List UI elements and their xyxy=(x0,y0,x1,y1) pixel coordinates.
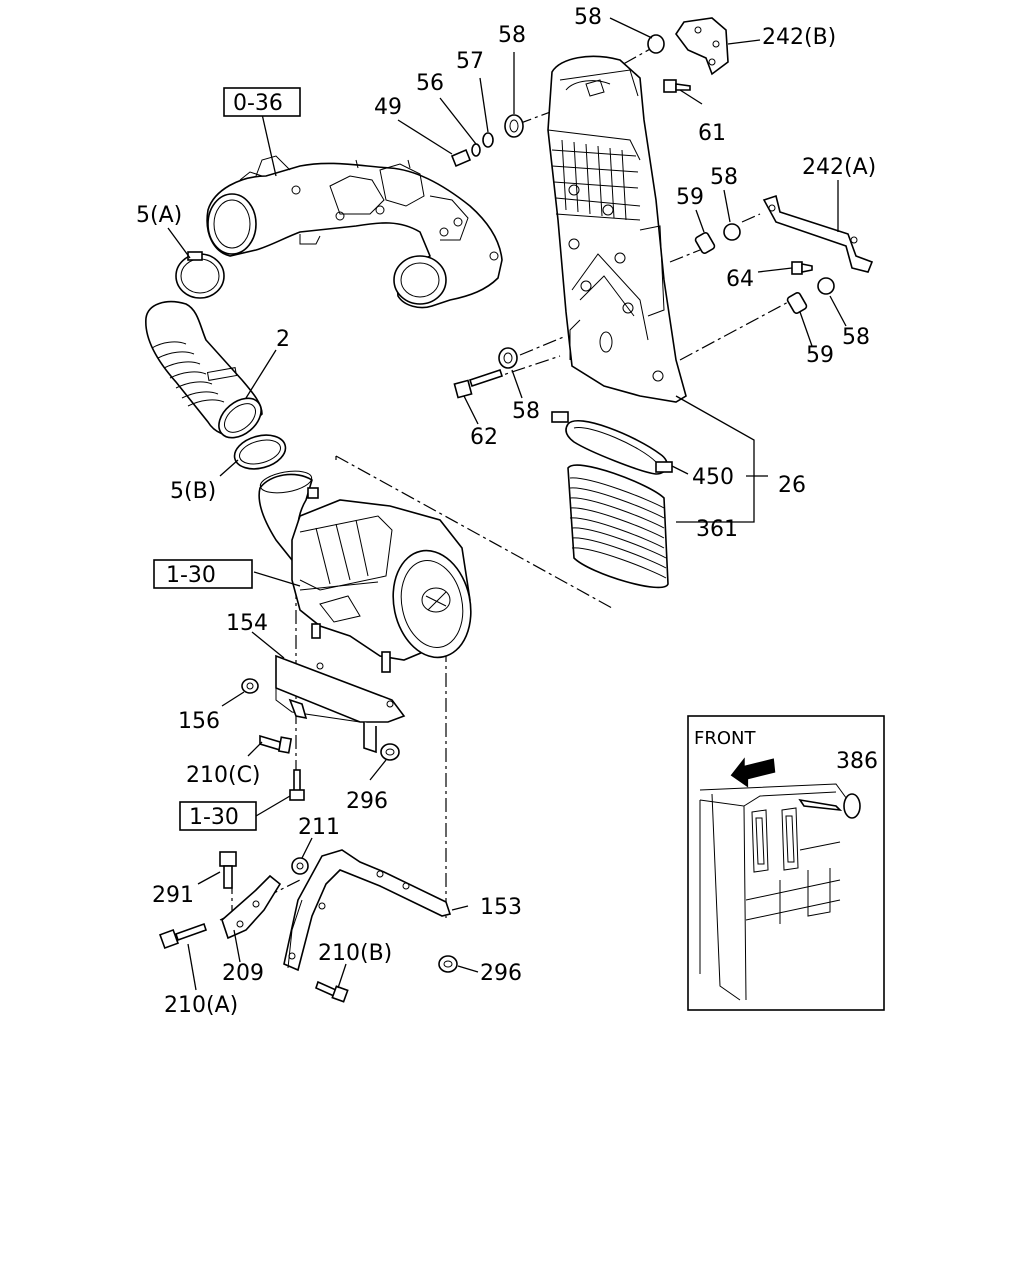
bracket-242b xyxy=(675,17,729,76)
label-5b: 5(B) xyxy=(170,479,216,504)
ref-label-1-30-a: 1-30 xyxy=(166,563,216,588)
label-5a: 5(A) xyxy=(136,203,182,228)
label-153: 153 xyxy=(480,895,522,920)
bracket-154 xyxy=(275,654,406,754)
reference-0-36: 0-36 xyxy=(223,87,301,117)
label-58-top: 58 xyxy=(574,5,602,30)
front-label: FRONT xyxy=(694,728,756,749)
label-386: 386 xyxy=(836,749,878,774)
bellows-361 xyxy=(567,464,669,589)
label-26: 26 xyxy=(778,473,806,498)
label-210c: 210(C) xyxy=(186,763,261,788)
label-59-b: 59 xyxy=(806,343,834,368)
callout-labels: 58 242(B) 57 58 56 49 61 242(A) 5(A) 59 … xyxy=(136,5,876,1018)
label-58-c: 58 xyxy=(710,165,738,190)
arrow-icon xyxy=(730,757,776,788)
label-242a: 242(A) xyxy=(802,155,876,180)
clamp-450 xyxy=(551,411,673,475)
label-2: 2 xyxy=(276,327,290,352)
hose-2 xyxy=(145,300,263,439)
label-57: 57 xyxy=(456,49,484,74)
label-242b: 242(B) xyxy=(762,25,836,50)
inset-front-view: FRONT 386 xyxy=(687,715,885,1011)
label-210b: 210(B) xyxy=(318,941,392,966)
label-49: 49 xyxy=(374,95,402,120)
bracket-242a xyxy=(762,194,874,273)
label-209: 209 xyxy=(222,961,264,986)
air-cleaner xyxy=(258,470,472,673)
fasteners xyxy=(159,34,835,1003)
bracket-209 xyxy=(221,874,282,940)
snorkel-duct xyxy=(547,55,687,403)
label-64: 64 xyxy=(726,267,754,292)
label-291: 291 xyxy=(152,883,194,908)
label-61: 61 xyxy=(698,121,726,146)
reference-1-30-a: 1-30 xyxy=(153,559,253,589)
ref-label-1-30-b: 1-30 xyxy=(189,805,239,830)
label-361: 361 xyxy=(696,517,738,542)
label-59-a: 59 xyxy=(676,185,704,210)
label-58-b: 58 xyxy=(498,23,526,48)
label-450: 450 xyxy=(692,465,734,490)
label-154: 154 xyxy=(226,611,268,636)
reference-1-30-b: 1-30 xyxy=(179,801,257,831)
label-56: 56 xyxy=(416,71,444,96)
label-210a: 210(A) xyxy=(164,993,238,1018)
label-211: 211 xyxy=(298,815,340,840)
clamp-5a xyxy=(175,251,225,299)
clamp-5b xyxy=(233,434,287,470)
label-58-d: 58 xyxy=(842,325,870,350)
label-58-e: 58 xyxy=(512,399,540,424)
label-296-b: 296 xyxy=(480,961,522,986)
bracket-153 xyxy=(283,849,452,972)
intake-duct xyxy=(206,155,503,309)
label-296-a: 296 xyxy=(346,789,388,814)
label-62: 62 xyxy=(470,425,498,450)
label-156: 156 xyxy=(178,709,220,734)
ref-label-0-36: 0-36 xyxy=(233,91,283,116)
leader-lines xyxy=(167,17,847,991)
